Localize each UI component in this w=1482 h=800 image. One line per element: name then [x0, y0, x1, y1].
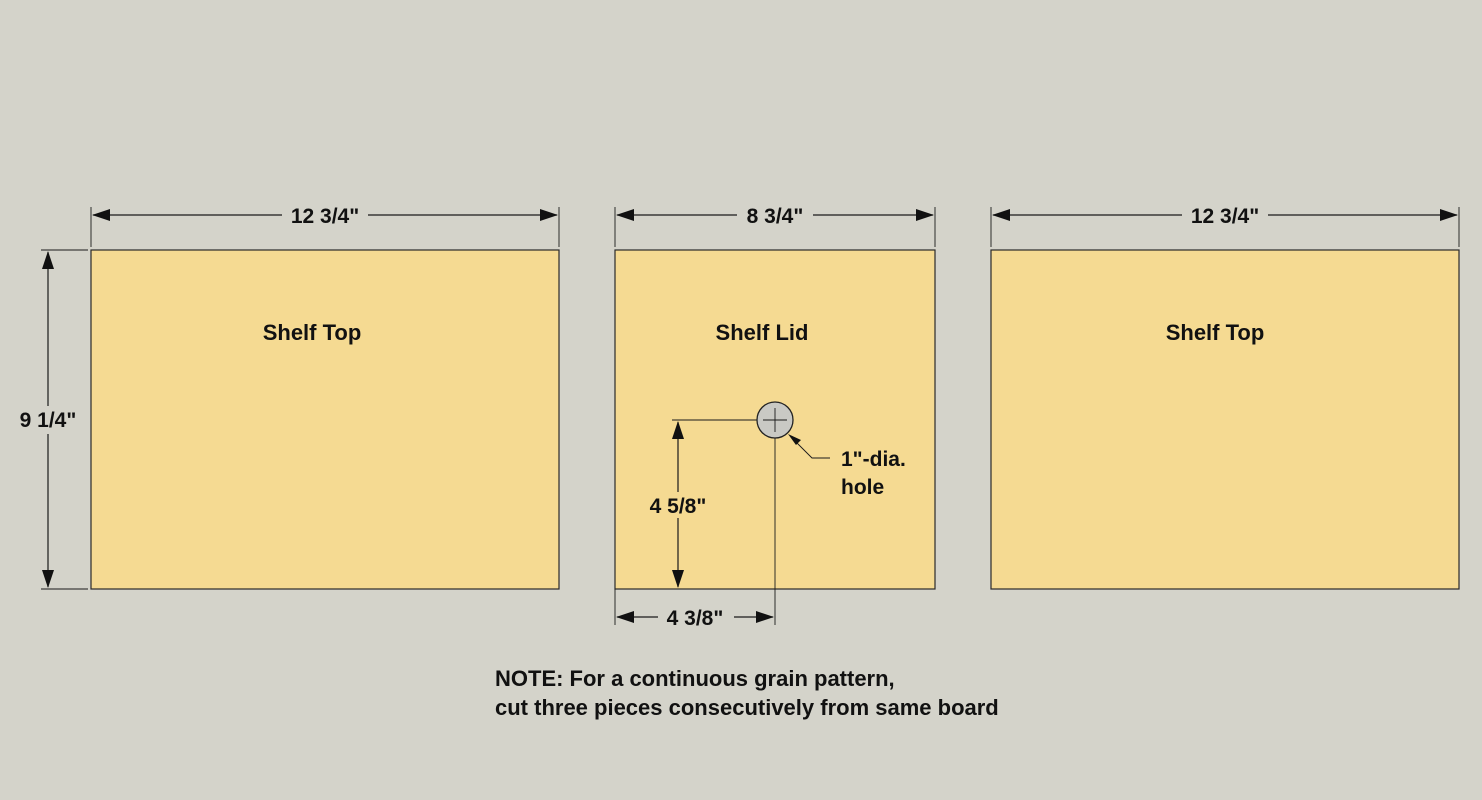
right-panel-board — [990, 249, 1460, 590]
arrowhead-right — [756, 611, 774, 623]
arrowhead-left — [616, 209, 634, 221]
arrowhead-left — [616, 611, 634, 623]
hole-callout: 1"-dia. hole — [788, 434, 906, 499]
right-panel-label: Shelf Top — [1166, 320, 1265, 345]
left-panel-label: Shelf Top — [263, 320, 362, 345]
arrowhead-left — [92, 209, 110, 221]
dimension-text-gap — [10, 406, 86, 434]
hole — [756, 401, 794, 439]
leader-arrowhead — [788, 434, 801, 445]
hole-callout-line1: 1"-dia. — [841, 448, 906, 471]
left-width-dimension: 12 3/4" — [90, 202, 560, 247]
middle-panel-label: Shelf Lid — [716, 320, 809, 345]
dimension-text-gap — [640, 492, 716, 518]
dimension-text-gap — [282, 202, 368, 226]
note-line-2: cut three pieces consecutively from same… — [495, 695, 999, 720]
right-width-label: 12 3/4" — [1191, 205, 1259, 228]
arrowhead-right — [1440, 209, 1458, 221]
middle-width-label: 8 3/4" — [747, 205, 804, 228]
arrowhead-down — [42, 570, 54, 588]
arrowhead-right — [540, 209, 558, 221]
dimension-text-gap — [737, 202, 813, 226]
hole-horizontal-offset-label: 4 3/8" — [667, 607, 724, 630]
leader-line — [790, 436, 830, 459]
hole-vertical-offset-label: 4 5/8" — [650, 495, 707, 518]
dimension-text-gap — [1182, 202, 1268, 226]
arrowhead-up — [42, 251, 54, 269]
right-width-dimension: 12 3/4" — [990, 202, 1460, 247]
arrowhead-up — [672, 421, 684, 439]
hole-location-dimensions: 4 5/8" 4 3/8" — [614, 419, 776, 630]
left-panel-board — [90, 249, 560, 590]
hole-callout-line2: hole — [841, 476, 884, 499]
left-height-dimension: 9 1/4" — [10, 249, 88, 590]
dimension-text-gap — [658, 605, 734, 629]
arrowhead-down — [672, 570, 684, 588]
middle-width-dimension: 8 3/4" — [614, 202, 936, 247]
arrowhead-left — [992, 209, 1010, 221]
left-width-label: 12 3/4" — [291, 205, 359, 228]
right-shelf-top-panel: Shelf Top — [990, 249, 1460, 590]
note-line-1: NOTE: For a continuous grain pattern, — [495, 666, 895, 691]
arrowhead-right — [916, 209, 934, 221]
left-height-label: 9 1/4" — [20, 409, 77, 432]
grain-note: NOTE: For a continuous grain pattern, cu… — [495, 664, 999, 722]
left-shelf-top-panel: Shelf Top — [90, 249, 560, 590]
